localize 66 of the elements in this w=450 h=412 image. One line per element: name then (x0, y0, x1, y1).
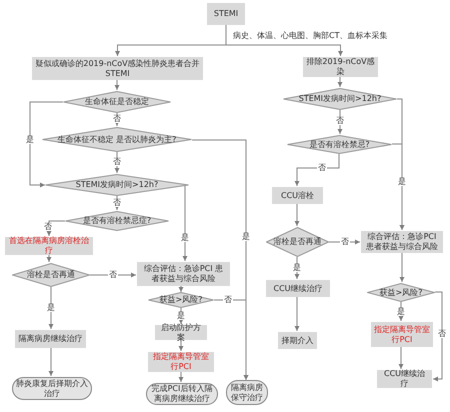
process-box: 综合评估：急诊PCI 患者获益与综合风险 (137, 262, 230, 286)
process-box: 疑似或确诊的2019-nCoV感染性肺炎患者合并STEMI (32, 57, 203, 80)
process-box: 启动防护方案 (155, 325, 207, 340)
decision-diamond: 获益>风险? (367, 283, 435, 302)
arrow (182, 186, 188, 262)
arrow (48, 286, 54, 330)
edge-label: 否 (317, 164, 327, 172)
process-box: CCU继续治疗 (266, 280, 330, 297)
edge-label: 是 (396, 308, 406, 316)
decision-diamond: 生命体征是否稳定 (63, 91, 171, 113)
decision-diamond: STEMI发病时间>12h? (45, 174, 189, 196)
edge-label: 是 (46, 304, 56, 312)
process-box: CCU继续治疗 (377, 370, 432, 388)
terminal-box: 完成PCI后转入隔离病房继续治疗 (146, 383, 218, 405)
arrow (432, 292, 442, 382)
decision-diamond: STEMI发病时间>12h? (283, 88, 397, 110)
edge-label: 否 (223, 296, 233, 304)
decision-diamond: 溶栓是否再通 (266, 227, 329, 257)
process-box: CCU溶栓 (272, 187, 323, 204)
process-box: 指定隔离导管室行PCI (371, 322, 433, 347)
arrow (338, 76, 342, 88)
arrow (46, 254, 52, 262)
edge-label: 否 (112, 158, 122, 166)
arrow (178, 286, 184, 292)
edge-label: 否 (335, 116, 345, 126)
edge-label: 否 (437, 330, 447, 338)
edge-label: 是 (180, 234, 190, 242)
process-box: 首选在隔离病房溶栓治疗 (5, 237, 93, 255)
arrow (30, 102, 64, 188)
edge-label: 否 (112, 114, 122, 124)
arrow (398, 346, 404, 370)
decision-diamond: 是否有溶栓禁忌? (287, 135, 392, 154)
edge-label: 否 (43, 222, 53, 232)
decision-diamond: 是否有溶栓禁忌症? (65, 211, 169, 231)
process-box: STEMI (207, 3, 245, 25)
decision-diamond: 获益>风险? (148, 292, 214, 308)
terminal-box: 隔离病房保守治疗 (226, 380, 268, 405)
arrow (294, 154, 340, 186)
decision-diamond: 溶栓是否再通 (12, 263, 90, 287)
arrow (294, 204, 300, 226)
arrow (48, 348, 54, 376)
process-box: 综合评估：急诊PCI 患者获益与综合风险 (361, 231, 443, 253)
decision-diamond: 生命体征不稳定 是否以肺炎为主? (42, 127, 192, 152)
edge-label: 否 (340, 238, 350, 246)
terminal-box: 肺炎康复后择期介入治疗 (12, 377, 92, 400)
process-box: 指定隔离导管室行PCI (148, 352, 214, 372)
arrow (294, 296, 300, 332)
arrow (90, 272, 136, 278)
process-box: 隔离病房继续治疗 (15, 330, 86, 348)
edge-label: 否 (112, 198, 122, 208)
arrow (115, 24, 343, 56)
arrow (178, 372, 184, 382)
edge-label: 是 (25, 136, 35, 144)
arrow (400, 252, 404, 282)
process-box: 择期介入 (278, 332, 317, 349)
edge-label: 病史、体温、心电图、胸部CT、血标本采集 (232, 32, 388, 40)
arrow (178, 340, 184, 352)
arrow (114, 80, 120, 90)
process-box: 排除2019-nCoV感染 (303, 57, 378, 77)
edge-label: 是 (397, 178, 407, 186)
edge-label: 是 (176, 312, 186, 320)
arrow (392, 144, 404, 230)
edge-label: 是 (241, 232, 251, 242)
edge-label: 否 (108, 270, 118, 280)
arrow (214, 300, 248, 380)
edge-label: 是 (292, 264, 302, 272)
